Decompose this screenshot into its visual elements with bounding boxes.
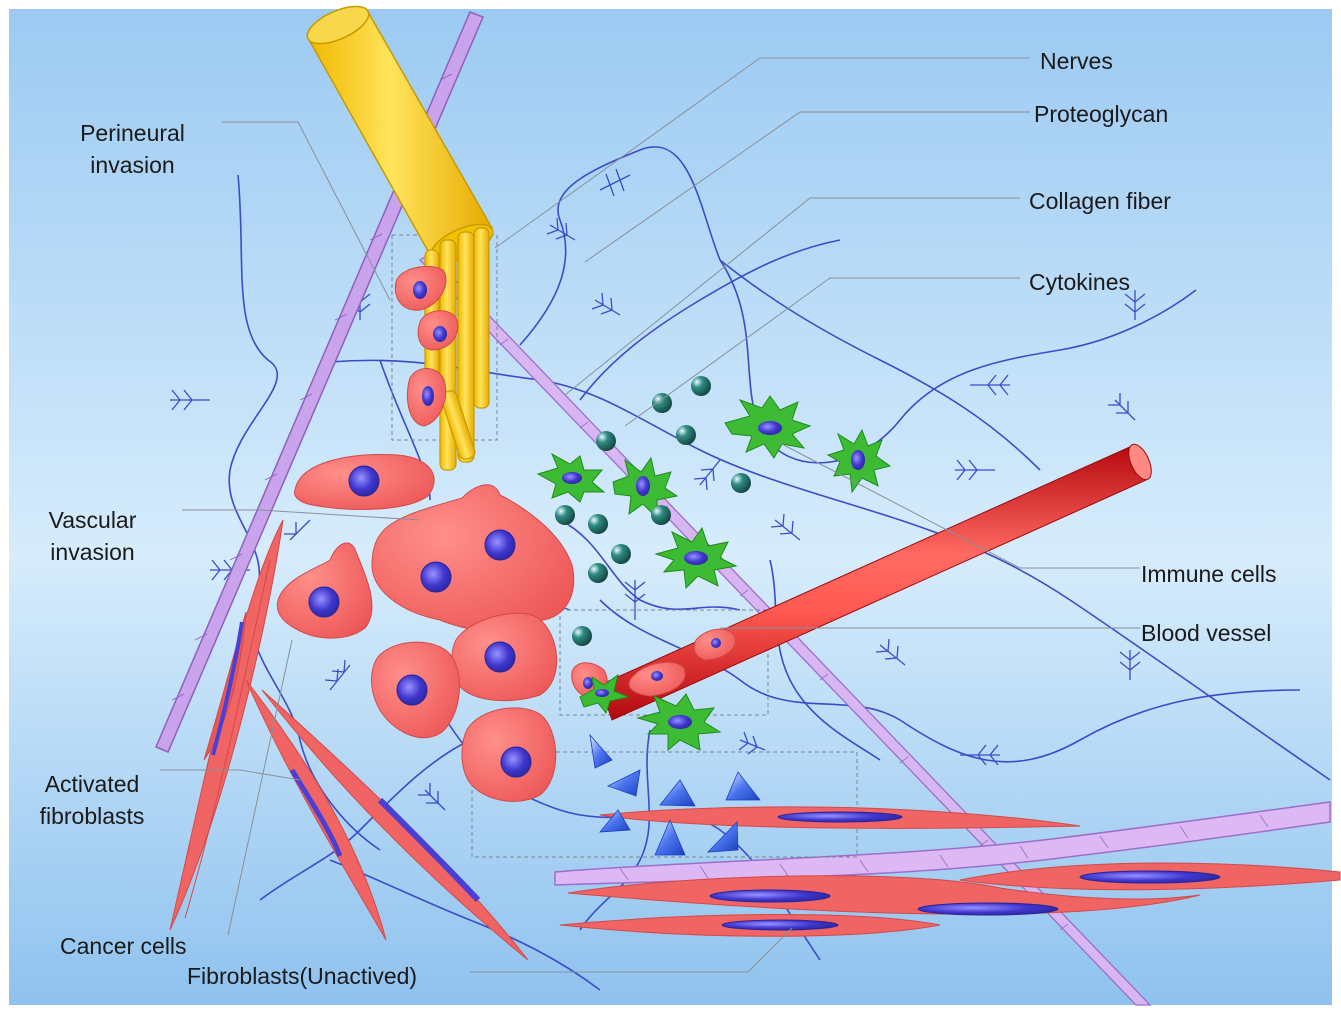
label-nerves: Nerves: [1040, 45, 1113, 77]
label-perineural-invasion: Perineural invasion: [60, 117, 205, 181]
label-proteoglycan: Proteoglycan: [1034, 98, 1168, 130]
label-immune-cells: Immune cells: [1141, 558, 1276, 590]
label-blood-vessel: Blood vessel: [1141, 617, 1271, 649]
label-cancer-cells: Cancer cells: [60, 930, 187, 962]
label-cytokines: Cytokines: [1029, 266, 1130, 298]
label-activated-fibroblasts: Activated fibroblasts: [22, 768, 162, 832]
label-fibroblasts-unactived: Fibroblasts(Unactived): [187, 960, 417, 992]
label-collagen-fiber: Collagen fiber: [1029, 185, 1171, 217]
label-vascular-invasion: Vascular invasion: [30, 504, 155, 568]
